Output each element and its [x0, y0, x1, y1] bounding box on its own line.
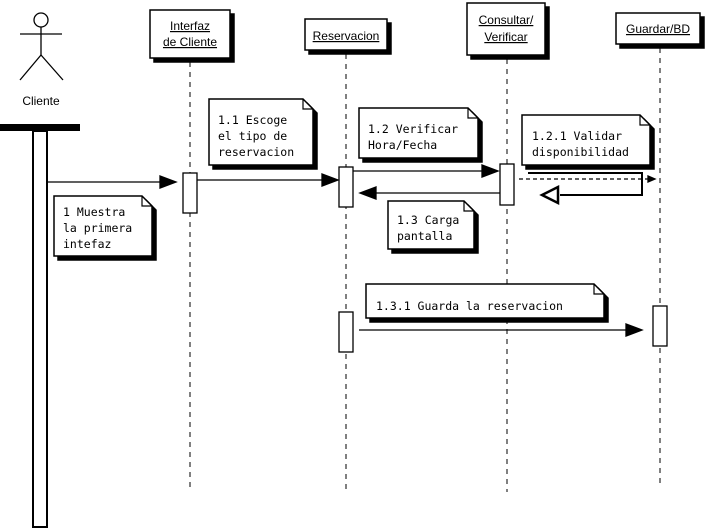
object-consultar[interactable]: Consultar/ Verificar — [466, 2, 546, 56]
object-label: Interfaz — [170, 19, 210, 33]
note-text: 1 Muestra — [63, 205, 125, 219]
note-text: 1.1 Escoge — [218, 113, 287, 127]
note-text: 1.3.1 Guarda la reservacion — [376, 299, 563, 313]
note-text: 1.2.1 Validar — [532, 129, 622, 143]
object-guardar[interactable]: Guardar/BD — [615, 12, 701, 45]
message-1-3-1-arrow — [359, 323, 644, 337]
message-1-1-arrow — [197, 173, 340, 187]
actor-activation — [32, 130, 48, 528]
note-1-3[interactable]: 1.3 Carga pantalla — [387, 200, 475, 250]
note-text: pantalla — [397, 229, 452, 243]
note-text: 1.2 Verificar — [368, 122, 458, 136]
message-1-3-arrow — [358, 186, 500, 200]
stick-figure-icon — [19, 12, 64, 81]
activation-consultar — [499, 163, 515, 206]
object-label: de Cliente — [163, 35, 217, 49]
message-1-2-1-return — [528, 172, 643, 206]
note-1-2-1[interactable]: 1.2.1 Validar disponibilidad — [521, 114, 651, 166]
note-1-2[interactable]: 1.2 Verificar Hora/Fecha — [358, 107, 479, 159]
actor-label: Cliente — [22, 94, 60, 108]
object-label: Consultar/ — [479, 13, 534, 27]
note-text: el tipo de — [218, 129, 287, 143]
object-label: Verificar — [484, 30, 527, 44]
object-label: Guardar/BD — [626, 22, 690, 36]
note-1-3-1[interactable]: 1.3.1 Guarda la reservacion — [365, 283, 605, 319]
note-1[interactable]: 1 Muestra la primera intefaz — [53, 195, 153, 257]
message-1-arrow — [48, 175, 178, 189]
note-text: Hora/Fecha — [368, 138, 437, 152]
object-label: Reservacion — [313, 29, 380, 43]
object-reservacion[interactable]: Reservacion — [304, 18, 388, 51]
note-text: reservacion — [218, 145, 294, 159]
note-text: intefaz — [63, 237, 111, 251]
activation-interfaz — [182, 172, 198, 214]
activation-reservacion — [338, 166, 354, 208]
note-text: 1.3 Carga — [397, 213, 459, 227]
message-1-2-1-arrow — [519, 175, 657, 183]
note-1-1[interactable]: 1.1 Escoge el tipo de reservacion — [208, 98, 314, 166]
note-text: la primera — [63, 221, 132, 235]
note-text: disponibilidad — [532, 145, 629, 159]
actor-cliente[interactable]: Cliente — [19, 12, 64, 108]
message-1-2-arrow — [353, 164, 500, 178]
actor-lifeline-bar — [0, 124, 80, 131]
object-interfaz[interactable]: Interfaz de Cliente — [149, 9, 231, 59]
activation-reservacion-2 — [338, 311, 354, 353]
activation-guardar — [652, 305, 668, 347]
